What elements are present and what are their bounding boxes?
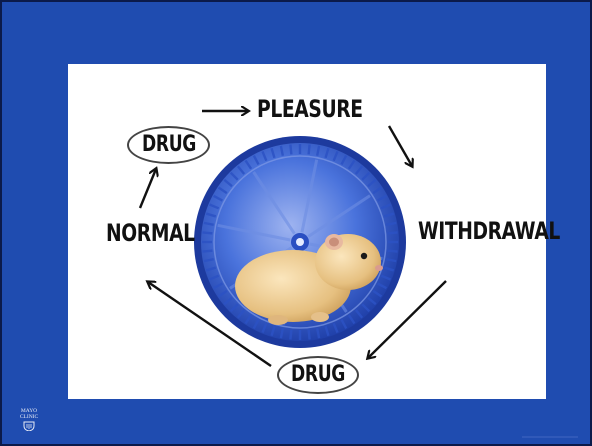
mayo-clinic-logo: MAYO CLINIC <box>18 408 40 442</box>
label-normal: NORMAL <box>106 219 195 247</box>
label-withdrawal: WITHDRAWAL <box>418 217 560 245</box>
label-drug-top: DRUG <box>142 132 196 157</box>
diagram-panel: PLEASURE DRUG NORMAL WITHDRAWAL DRUG <box>68 64 546 399</box>
drug-bottom-oval: DRUG <box>277 356 359 394</box>
label-pleasure: PLEASURE <box>257 95 363 123</box>
footer-line <box>522 436 578 438</box>
arrow-normal-to-drug <box>140 169 156 208</box>
drug-top-oval: DRUG <box>127 126 210 164</box>
arrow-pleasure-to-withdrawal <box>389 126 412 166</box>
logo-line-2: CLINIC <box>18 414 40 420</box>
shield-icon <box>23 421 35 431</box>
label-drug-bottom: DRUG <box>291 362 345 387</box>
